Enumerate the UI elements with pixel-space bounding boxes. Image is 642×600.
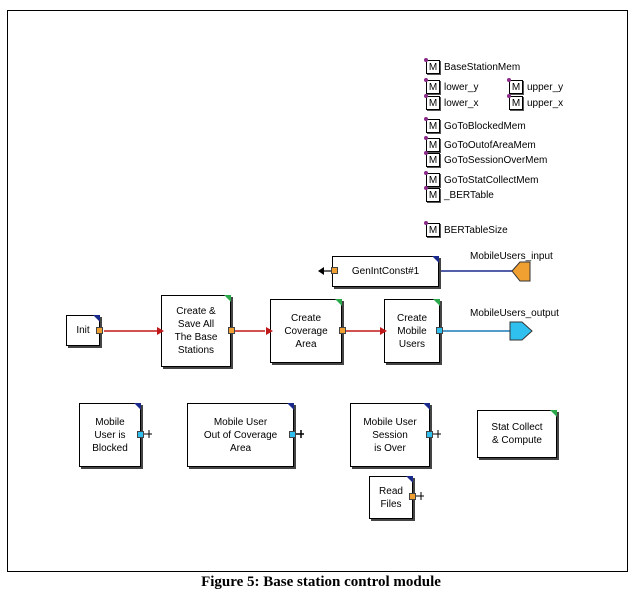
block-corner-marker <box>335 299 342 306</box>
create-save-stations-label: Create & Save All The Base Stations <box>174 306 218 356</box>
mobile-user-session-over-label: Mobile User Session is Over <box>363 416 417 454</box>
create-coverage-input-port[interactable] <box>266 327 273 335</box>
out-of-coverage-terminator-icon <box>296 430 304 438</box>
memory-icon: M <box>507 78 523 94</box>
read-files-block[interactable]: Read Files <box>369 476 413 519</box>
mobile-user-blocked-block[interactable]: Mobile User is Blocked <box>79 403 141 467</box>
memory-label: BERTableSize <box>444 224 508 236</box>
memory-lower-y[interactable]: M lower_y <box>424 78 479 95</box>
memory-label: lower_y <box>444 81 479 93</box>
memory-upper-x[interactable]: M upper_x <box>507 94 564 111</box>
mobile-users-input-label: MobileUsers_input <box>470 251 553 262</box>
memory-label: _BERTable <box>444 189 494 201</box>
memory-go-to-blocked-mem[interactable]: M GoToBlockedMem <box>424 117 526 134</box>
blocked-terminator-icon <box>144 430 152 438</box>
figure-caption: Figure 5: Base station control module <box>201 574 441 590</box>
memory-icon: M <box>424 117 440 133</box>
memory-icon: M <box>424 78 440 94</box>
create-coverage-area-block[interactable]: Create Coverage Area <box>270 299 342 363</box>
memory-ber-table[interactable]: M _BERTable <box>424 186 494 203</box>
stat-collect-compute-label: Stat Collect & Compute <box>491 422 543 446</box>
read-files-output-port[interactable] <box>409 493 416 500</box>
memory-icon: M <box>507 94 523 110</box>
block-corner-marker <box>134 403 141 410</box>
create-mobile-users-label: Create Mobile Users <box>396 312 427 350</box>
memory-label: lower_x <box>444 97 479 109</box>
block-corner-marker <box>432 256 439 263</box>
memory-icon: M <box>424 186 440 202</box>
block-corner-marker <box>423 403 430 410</box>
memory-lower-x[interactable]: M lower_x <box>424 94 479 111</box>
memory-icon: M <box>424 171 440 187</box>
memory-icon: M <box>424 151 440 167</box>
memory-base-station-mem[interactable]: M BaseStationMem <box>424 58 521 75</box>
memory-go-to-session-over-mem[interactable]: M GoToSessionOverMem <box>424 151 548 168</box>
create-mobile-users-block[interactable]: Create Mobile Users <box>384 299 440 363</box>
memory-go-to-stat-collect-mem[interactable]: M GoToStatCollectMem <box>424 171 539 188</box>
memory-icon: M <box>424 58 440 74</box>
memory-icon: M <box>424 136 440 152</box>
create-mobile-output-port[interactable] <box>436 327 443 334</box>
read-files-label: Read Files <box>379 485 403 510</box>
genint-output-port[interactable] <box>331 267 338 274</box>
create-coverage-output-port[interactable] <box>339 327 346 334</box>
memory-upper-y[interactable]: M upper_y <box>507 78 564 95</box>
memory-label: GoToStatCollectMem <box>444 174 539 186</box>
block-corner-marker <box>433 299 440 306</box>
memory-label: upper_x <box>527 97 564 109</box>
create-mobile-input-port[interactable] <box>380 327 387 335</box>
genint-const-label: GenIntConst#1 <box>351 266 420 277</box>
memory-label: GoToSessionOverMem <box>444 154 548 166</box>
diagram-frame <box>7 10 628 572</box>
memory-label: GoToBlockedMem <box>444 120 526 132</box>
create-coverage-area-label: Create Coverage Area <box>284 312 328 350</box>
mobile-user-out-of-coverage-block[interactable]: Mobile User Out of Coverage Area <box>187 403 294 467</box>
block-corner-marker <box>550 410 557 417</box>
stat-collect-compute-block[interactable]: Stat Collect & Compute <box>477 410 557 458</box>
memory-label: BaseStationMem <box>444 61 521 73</box>
block-corner-marker <box>224 295 231 302</box>
mobile-users-output-label: MobileUsers_output <box>470 308 559 319</box>
read-files-terminator-icon <box>416 492 424 500</box>
memory-go-to-out-of-area-mem[interactable]: M GoToOutofAreaMem <box>424 136 536 153</box>
mobile-user-blocked-label: Mobile User is Blocked <box>92 416 128 454</box>
block-corner-marker <box>406 476 413 483</box>
init-block[interactable]: Init <box>66 315 100 346</box>
mobile-user-session-over-block[interactable]: Mobile User Session is Over <box>350 403 430 467</box>
create-save-output-port[interactable] <box>228 327 235 334</box>
blocked-output-port[interactable] <box>137 431 144 438</box>
init-label: Init <box>76 325 90 336</box>
genint-const-block[interactable]: GenIntConst#1 <box>332 256 439 287</box>
create-save-input-port[interactable] <box>157 327 164 335</box>
block-corner-marker <box>287 403 294 410</box>
mobile-user-out-of-coverage-label: Mobile User Out of Coverage Area <box>203 416 278 454</box>
memory-label: GoToOutofAreaMem <box>444 139 536 151</box>
memory-icon: M <box>424 94 440 110</box>
create-save-stations-block[interactable]: Create & Save All The Base Stations <box>161 295 231 367</box>
memory-icon: M <box>424 221 440 237</box>
init-output-port[interactable] <box>96 327 103 334</box>
block-corner-marker <box>93 315 100 322</box>
session-over-terminator-icon <box>433 430 441 438</box>
session-over-output-port[interactable] <box>426 431 433 438</box>
memory-ber-table-size[interactable]: M BERTableSize <box>424 221 508 238</box>
memory-label: upper_y <box>527 81 564 93</box>
out-of-coverage-output-port[interactable] <box>289 431 296 438</box>
